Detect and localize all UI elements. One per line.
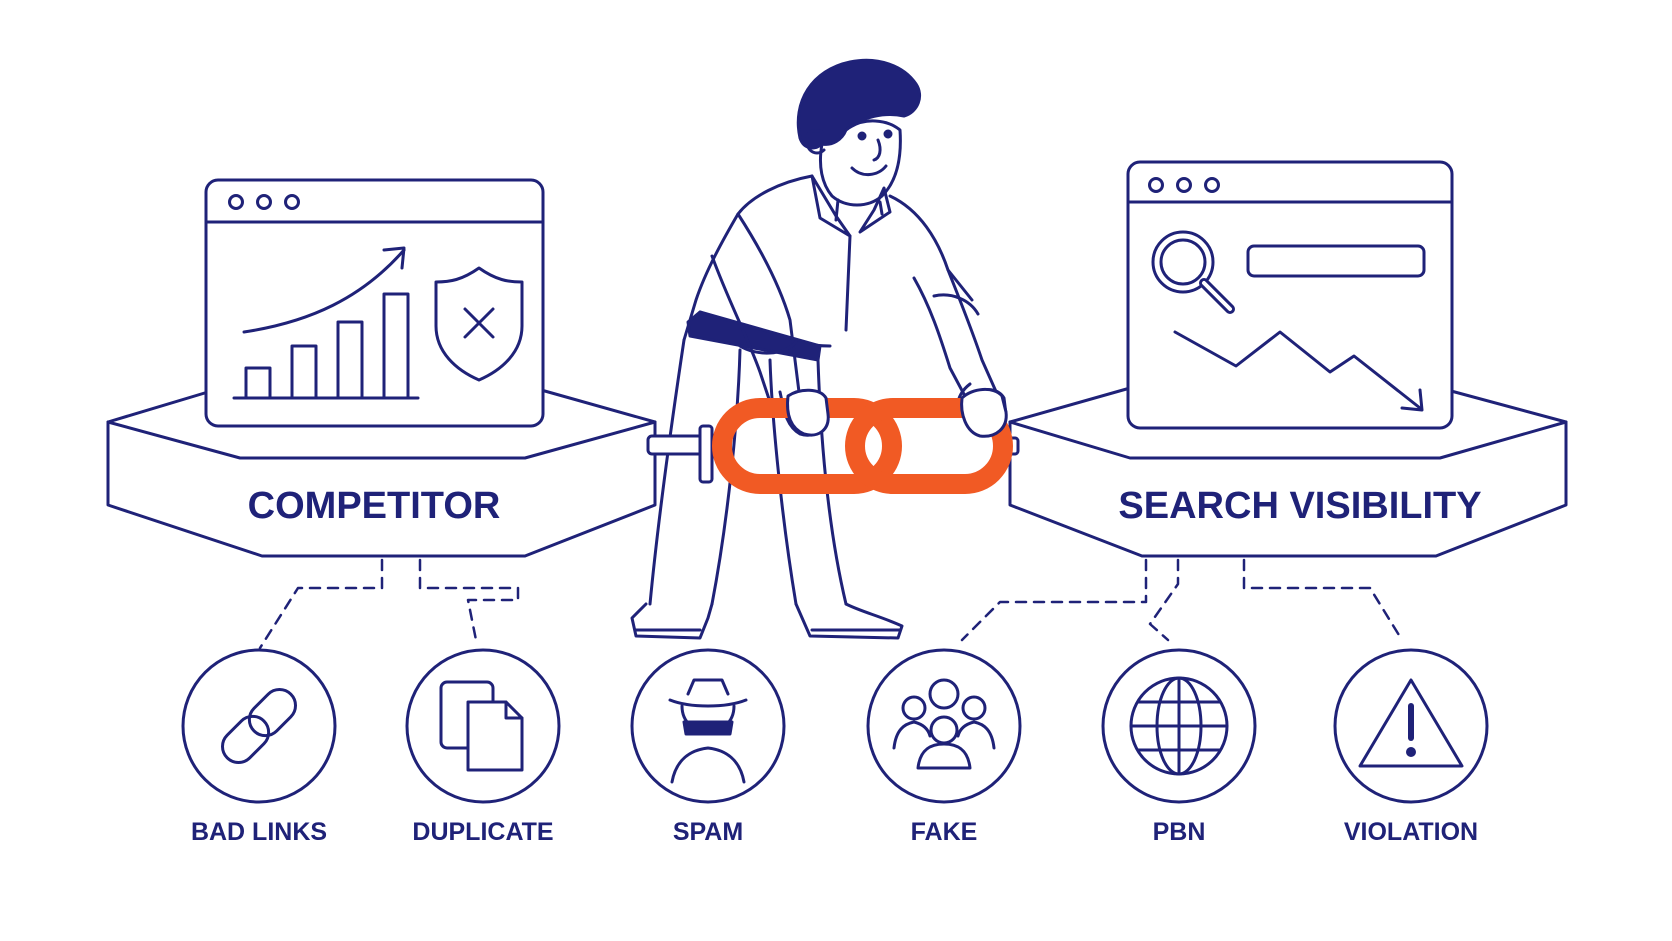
item-violation [1333, 648, 1489, 804]
people-group-icon [892, 678, 996, 770]
chain-link-icon [712, 398, 1013, 494]
item-label-bad-links: BAD LINKS [191, 818, 327, 846]
item-fake [866, 648, 1022, 804]
item-bad-links [181, 648, 337, 804]
chain-rod [646, 424, 1020, 484]
trend-arrow-icon [242, 246, 406, 334]
competitor-label: COMPETITOR [248, 485, 501, 527]
item-label-duplicate: DUPLICATE [412, 818, 553, 846]
bar-chart-icon [232, 292, 420, 400]
warning-icon [1358, 678, 1464, 768]
item-label-spam: SPAM [673, 818, 743, 846]
search-visibility-label: SEARCH VISIBILITY [1118, 485, 1481, 527]
connector-lines [258, 558, 1404, 650]
person-pulling-chain [630, 58, 1008, 640]
search-bar-icon [1246, 244, 1426, 278]
shield-x-icon [434, 266, 524, 382]
globe-icon [1129, 676, 1229, 776]
item-spam [630, 648, 786, 804]
broken-link-icon [220, 687, 298, 765]
downtrend-arrow-icon [1173, 330, 1424, 412]
item-label-pbn: PBN [1153, 818, 1206, 846]
item-label-violation: VIOLATION [1344, 818, 1478, 846]
competitor-window [204, 178, 545, 428]
search-visibility-window [1126, 160, 1454, 430]
spy-icon [668, 678, 748, 784]
item-label-fake: FAKE [911, 818, 978, 846]
magnifier-icon [1151, 230, 1235, 314]
item-pbn [1101, 648, 1257, 804]
item-duplicate [405, 648, 561, 804]
duplicate-pages-icon [439, 680, 524, 772]
